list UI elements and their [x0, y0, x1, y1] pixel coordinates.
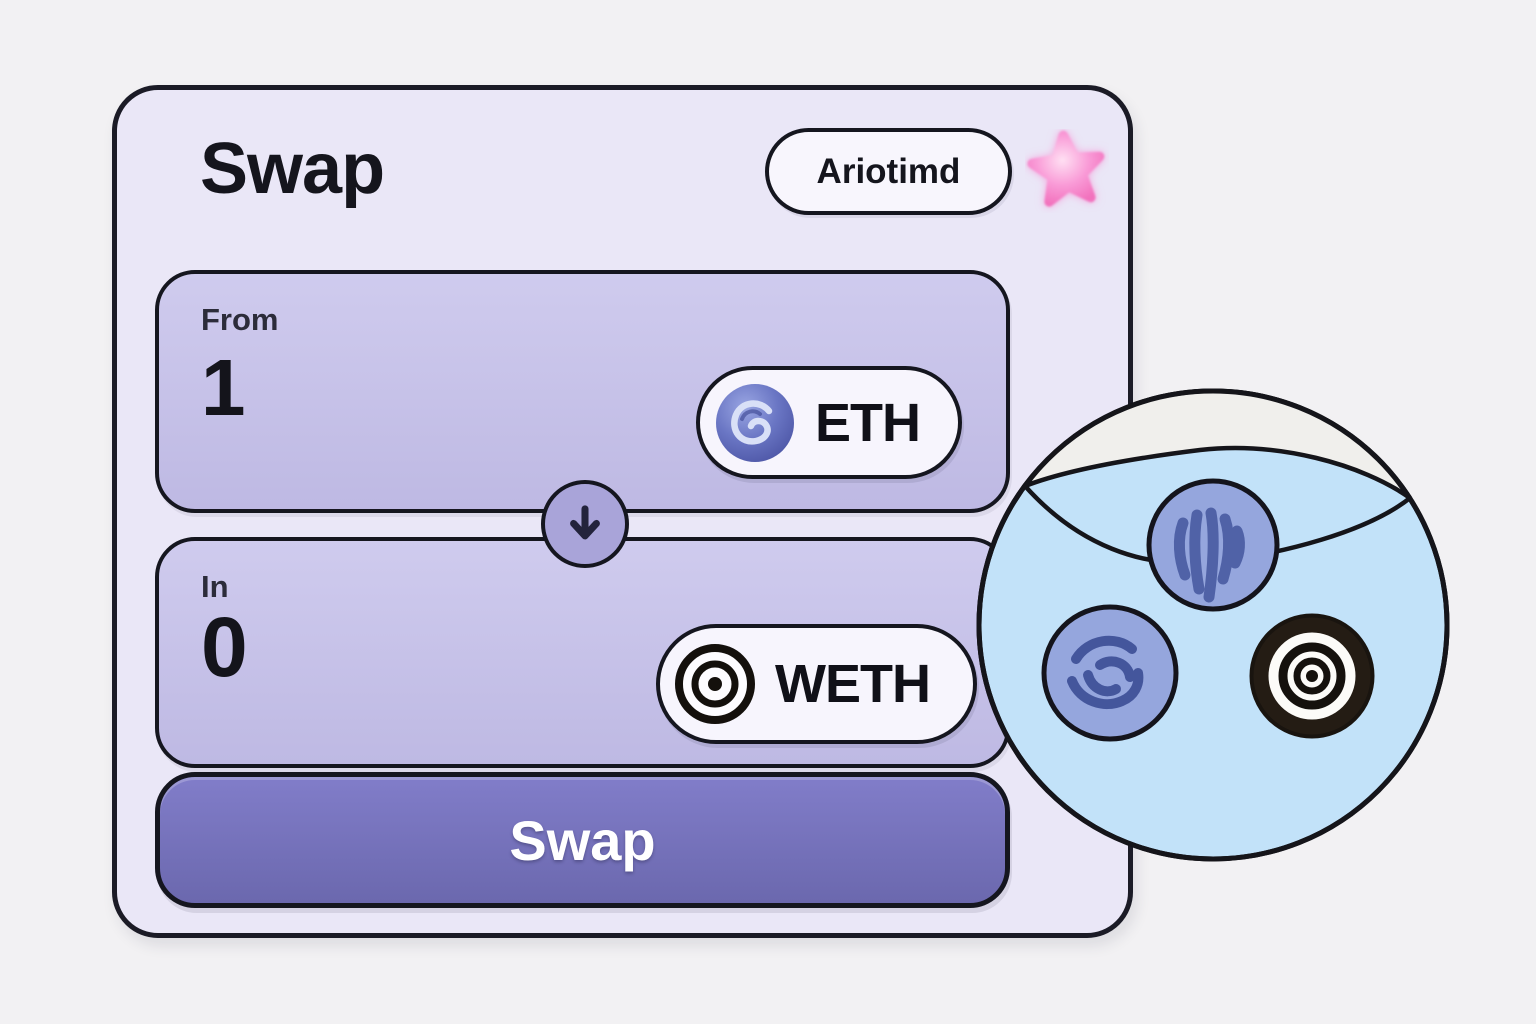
to-amount-input[interactable]: 0: [201, 600, 248, 694]
to-token-selector[interactable]: WETH: [656, 624, 977, 744]
bullseye-coin: [1249, 613, 1375, 739]
arrow-down-icon: [570, 505, 600, 540]
from-amount-input[interactable]: 1: [201, 343, 246, 432]
swap-submit-button[interactable]: Swap: [155, 772, 1010, 908]
swap-direction-button[interactable]: [541, 480, 629, 568]
from-label: From: [201, 302, 279, 337]
to-field: In 0 WETH: [155, 537, 1010, 768]
from-token-symbol: ETH: [815, 392, 921, 453]
swap-submit-label: Swap: [509, 808, 656, 872]
network-pill-button[interactable]: Ariotimd: [765, 128, 1012, 215]
star-icon: [1025, 129, 1109, 213]
weth-bullseye-icon: [673, 642, 757, 726]
to-token-symbol: WETH: [775, 654, 931, 714]
swap-card: Swap Ariotimd: [112, 85, 1133, 938]
network-pill-label: Ariotimd: [816, 151, 961, 191]
scribble-coin: [1146, 478, 1280, 612]
swirl-coin: [1041, 604, 1179, 742]
from-token-selector[interactable]: ETH: [696, 366, 962, 479]
token-sphere-illustration: [972, 384, 1454, 866]
eth-coin-icon: [713, 381, 797, 465]
to-label: In: [201, 569, 229, 604]
from-field: From 1: [155, 270, 1010, 513]
page-title: Swap: [200, 129, 385, 209]
